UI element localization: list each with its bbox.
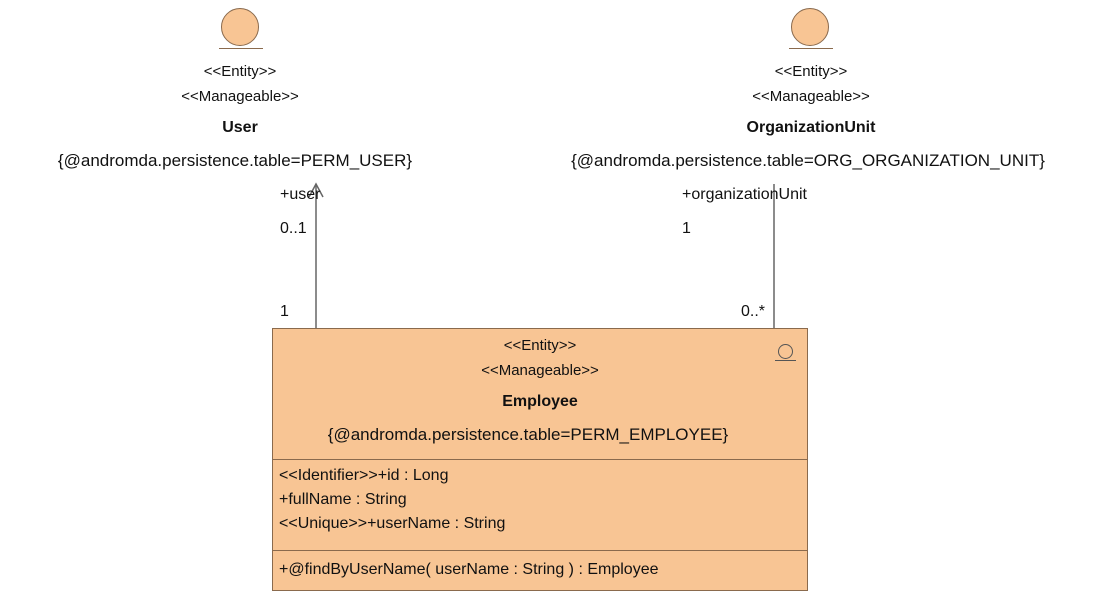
attribute-user-name: <<Unique>>+userName : String [279,515,506,532]
user-stereotype-manageable: <<Manageable>> [181,88,299,105]
org-unit-class-name: OrganizationUnit [746,119,876,136]
entity-icon-base [789,48,833,49]
employee-class-name: Employee [502,393,578,410]
user-stereotype-entity: <<Entity>> [203,63,277,80]
employee-stereotype-manageable: <<Manageable>> [481,362,599,379]
navigability-arrow-user [308,182,324,198]
user-class-name: User [222,119,258,136]
attribute-id: <<Identifier>>+id : Long [279,467,449,484]
entity-icon [221,8,259,46]
user-tagged-value: {@andromda.persistence.table=PERM_USER} [57,151,413,170]
entity-icon [778,344,793,359]
entity-icon-base [219,48,263,49]
employee-tagged-value: {@andromda.persistence.table=PERM_EMPLOY… [327,425,729,444]
attributes-divider [273,459,807,460]
attribute-full-name: +fullName : String [279,491,407,508]
user-target-multiplicity: 0..1 [280,220,307,237]
org-unit-stereotype-manageable: <<Manageable>> [752,88,870,105]
org-unit-role-label: +organizationUnit [682,186,807,203]
operations-divider [273,550,807,551]
org-unit-tagged-value: {@andromda.persistence.table=ORG_ORGANIZ… [571,151,1045,170]
employee-class-box[interactable]: <<Entity>> <<Manageable>> Employee {@and… [272,328,808,591]
user-role-label: +user [280,186,321,203]
entity-icon [791,8,829,46]
user-source-multiplicity: 1 [280,303,289,320]
org-unit-source-multiplicity: 0..* [741,303,766,320]
org-unit-stereotype-entity: <<Entity>> [774,63,848,80]
employee-stereotype-entity: <<Entity>> [503,337,577,354]
operation-find-by-user-name: +@findByUserName( userName : String ) : … [279,561,659,578]
entity-icon-base [775,360,796,361]
org-unit-target-multiplicity: 1 [682,220,691,237]
